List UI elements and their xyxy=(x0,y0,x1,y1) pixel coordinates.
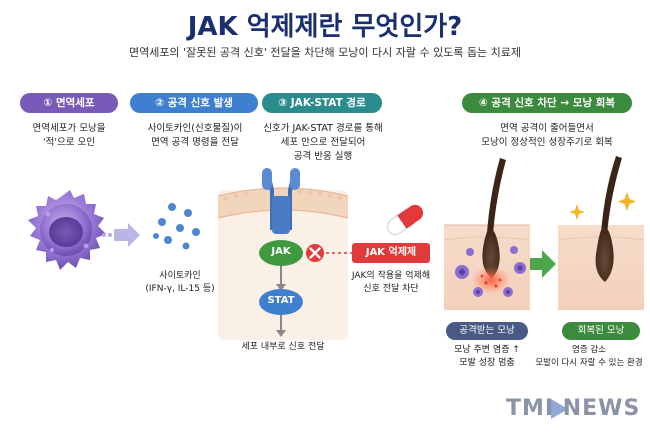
step-1-label: ① 면역세포 xyxy=(20,93,118,113)
stat-label: STAT xyxy=(267,295,295,306)
step-2-label: ② 공격 신호 발생 xyxy=(130,93,258,113)
immune-cell-icon xyxy=(28,190,106,270)
cytokine-label: 사이토카인(IFN-γ, IL-15 등) xyxy=(145,271,215,294)
stat-node xyxy=(259,289,303,315)
step-4-label: ④ 공격 신호 차단 → 모낭 회복 xyxy=(462,93,632,113)
attacked-follicle-description: 모낭 주변 염증 ↑모발 성장 멈춤 xyxy=(454,345,520,368)
page-title: JAK 억제제란 무엇인가? xyxy=(187,12,463,42)
pill-capsule-icon xyxy=(386,204,424,236)
sparkle-icon xyxy=(569,192,636,220)
attacked-follicle-illustration xyxy=(443,158,531,310)
recovered-follicle-label: 회복된 모낭 xyxy=(562,322,640,340)
arrow-right-icon xyxy=(114,223,140,247)
jak-inhibitor-label: JAK 억제제 xyxy=(352,243,430,263)
block-x-icon xyxy=(306,244,324,262)
step-1-description: 면역세포가 모낭을'적'으로 오인 xyxy=(32,123,106,148)
brand-logo: TMI NEWS xyxy=(506,396,641,421)
attacked-follicle-label: 공격받는 모낭 xyxy=(446,322,528,340)
arrow-right-icon xyxy=(530,250,556,278)
pathway-caption: 세포 내부로 신호 전달 xyxy=(241,342,325,352)
brand-logo-mark xyxy=(551,399,568,419)
jak-node xyxy=(259,240,303,266)
receptor-icon xyxy=(262,168,300,234)
page-subtitle: 면역세포의 '잘못된 공격 신호' 전달을 차단해 모낭이 다시 자랄 수 있도… xyxy=(128,46,522,59)
jak-label: JAK xyxy=(271,246,291,257)
recovered-follicle-illustration xyxy=(557,156,645,310)
cytokine-dots-icon xyxy=(153,203,200,250)
step-3-label: ③ JAK-STAT 경로 xyxy=(262,93,382,113)
